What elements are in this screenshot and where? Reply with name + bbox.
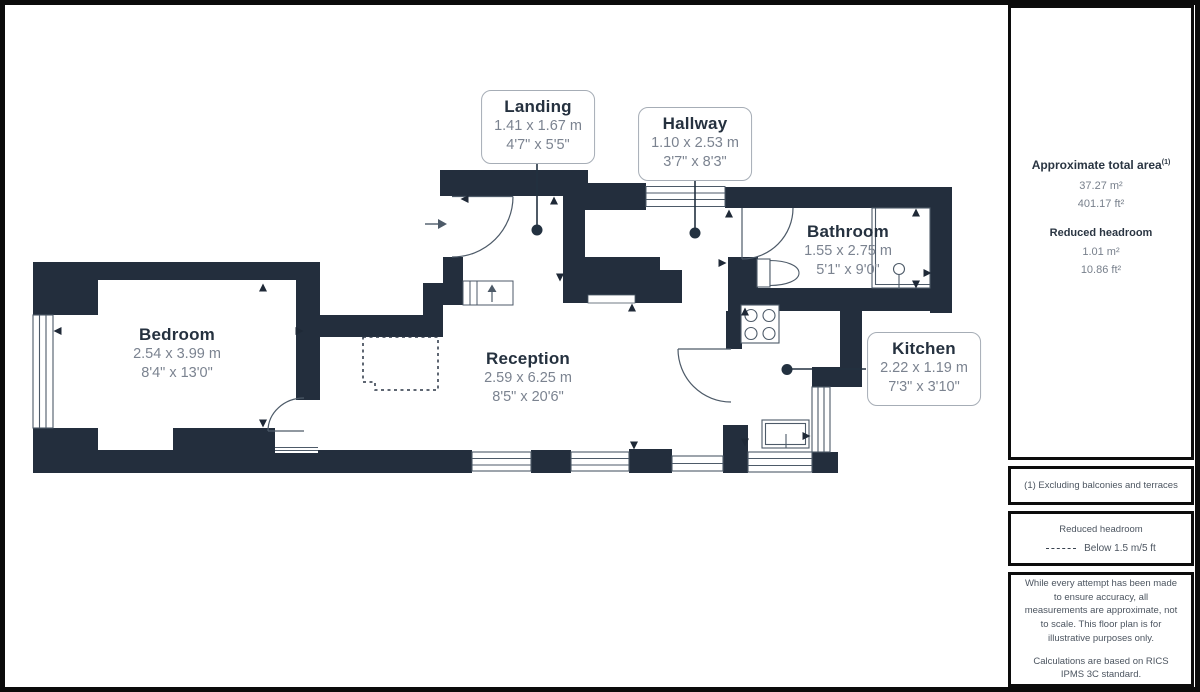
floor-plan-svg [32,161,952,473]
landing-callout: Landing 1.41 x 1.67 m 4'7" x 5'5" [481,90,595,164]
bathroom-label: Bathroom 1.55 x 2.75 m 5'1" x 9'0" [804,221,892,281]
reduced-headroom-outline [362,336,439,391]
total-area-panel: Approximate total area(1) 37.27 m² 401.1… [1008,5,1194,460]
total-area-ft2: 401.17 ft² [1077,198,1125,211]
hallway-dims-ft: 3'7" x 8'3" [663,154,727,171]
toilet-icon [756,258,800,288]
bedroom-dims-m: 2.54 x 3.99 m [133,346,221,363]
walls [33,170,952,473]
stairs-upper [645,186,726,207]
stairs-up-arrow [487,284,497,292]
footnote-panel: (1) Excluding balconies and terraces [1008,466,1194,505]
kitchen-window-bottom [747,451,813,473]
doors [267,195,794,432]
reduced-headroom-ft2: 10.86 ft² [1080,264,1122,277]
total-area-title: Approximate total area(1) [1031,158,1171,172]
kitchen-door-arc [677,348,732,403]
bedroom-dims-ft: 8'4" x 13'0" [141,365,213,382]
bedroom-name: Bedroom [138,325,216,344]
reception-label: Reception 2.59 x 6.25 m 8'5" x 20'6" [484,348,572,408]
measurement-markers [53,195,932,450]
bedroom-label: Bedroom 2.54 x 3.99 m 8'4" x 13'0" [133,324,221,384]
bathroom-dims-ft: 5'1" x 9'0" [816,262,880,279]
wall-opening-slot [587,294,636,304]
reception-window-2 [570,451,630,472]
bathroom-dims-m: 1.55 x 2.75 m [804,243,892,260]
stairs-landing [462,280,514,306]
shower-icon [871,207,931,289]
legend-title: Reduced headroom [1059,524,1143,535]
legend-row: Below 1.5 m/5 ft [1011,543,1191,554]
hallway-name: Hallway [662,114,728,133]
disclaimer-line1: While every attempt has been made to ens… [1024,577,1178,644]
kitchen-window-side [811,386,831,453]
windows [32,314,831,473]
reception-dims-ft: 8'5" x 20'6" [492,389,564,406]
hob-icon [740,304,780,344]
callout-leaders [531,161,866,375]
hallway-dims-m: 1.10 x 2.53 m [651,135,739,152]
footnote-marker: (1) [1161,159,1171,166]
bathroom-name: Bathroom [807,222,889,241]
landing-name: Landing [504,97,572,116]
reduced-headroom-title: Reduced headroom [1049,227,1153,240]
bedroom-door-arc [267,397,305,432]
kitchen-dims-m: 2.22 x 1.19 m [880,360,968,377]
disclaimer-line2: Calculations are based on RICS IPMS 3C s… [1033,655,1169,681]
landing-dims-ft: 4'7" x 5'5" [506,137,570,154]
reduced-headroom-m2: 1.01 m² [1082,246,1120,259]
reception-window-1 [471,451,532,472]
entry-arrow [425,219,447,229]
bedroom-door-threshold [275,445,318,453]
reception-dims-m: 2.59 x 6.25 m [484,370,572,387]
hallway-callout: Hallway 1.10 x 2.53 m 3'7" x 8'3" [638,107,752,181]
total-area-m2: 37.27 m² [1079,180,1123,192]
bedroom-window [32,314,54,429]
reception-window-3 [671,455,724,472]
kitchen-callout: Kitchen 2.22 x 1.19 m 7'3" x 3'10" [867,332,981,406]
dashed-line-swatch [1046,547,1077,549]
footnote-text: (1) Excluding balconies and terraces [1024,480,1178,491]
legend-panel: Reduced headroom Below 1.5 m/5 ft [1008,511,1194,566]
disclaimer-panel: While every attempt has been made to ens… [1008,572,1194,687]
kitchen-dims-ft: 7'3" x 3'10" [888,379,960,396]
reception-name: Reception [486,349,570,368]
landing-dims-m: 1.41 x 1.67 m [494,118,582,135]
bathroom-door-arc [741,207,794,260]
kitchen-name: Kitchen [892,339,956,358]
entry-door-arc [451,195,514,258]
sink-icon [761,419,810,449]
legend-label: Below 1.5 m/5 ft [1084,543,1156,554]
